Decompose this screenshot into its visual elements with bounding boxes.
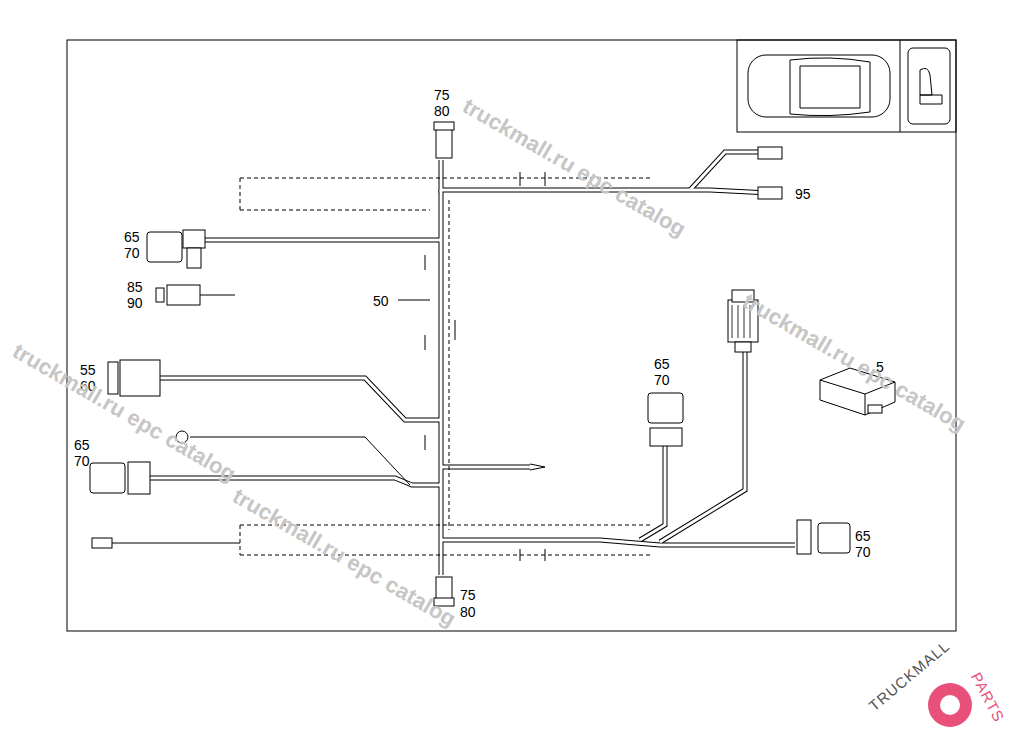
callout-number: 80	[460, 605, 476, 619]
callout-number: 75	[434, 88, 450, 102]
callout-number: 70	[74, 454, 90, 468]
callout-number: 85	[127, 280, 143, 294]
watermark: truckmall.ru epc catalog	[739, 290, 969, 436]
watermark: truckmall.ru epc catalog	[459, 95, 689, 241]
watermark: truckmall.ru epc catalog	[229, 485, 459, 631]
logo-text: PARTS	[969, 670, 1007, 724]
callout-number: 70	[855, 545, 871, 559]
callout-number: 75	[460, 588, 476, 602]
callout-number: 55	[80, 363, 96, 377]
callout-number: 80	[434, 104, 450, 118]
callout-number: 65	[74, 438, 90, 452]
callout-number: 50	[373, 294, 389, 308]
callout-number: 70	[654, 373, 670, 387]
callout-number: 70	[124, 246, 140, 260]
callout-number: 90	[127, 296, 143, 310]
callout-number: 65	[654, 357, 670, 371]
callout-number: 65	[855, 529, 871, 543]
callout-number: 65	[124, 230, 140, 244]
callout-number: 95	[795, 187, 811, 201]
